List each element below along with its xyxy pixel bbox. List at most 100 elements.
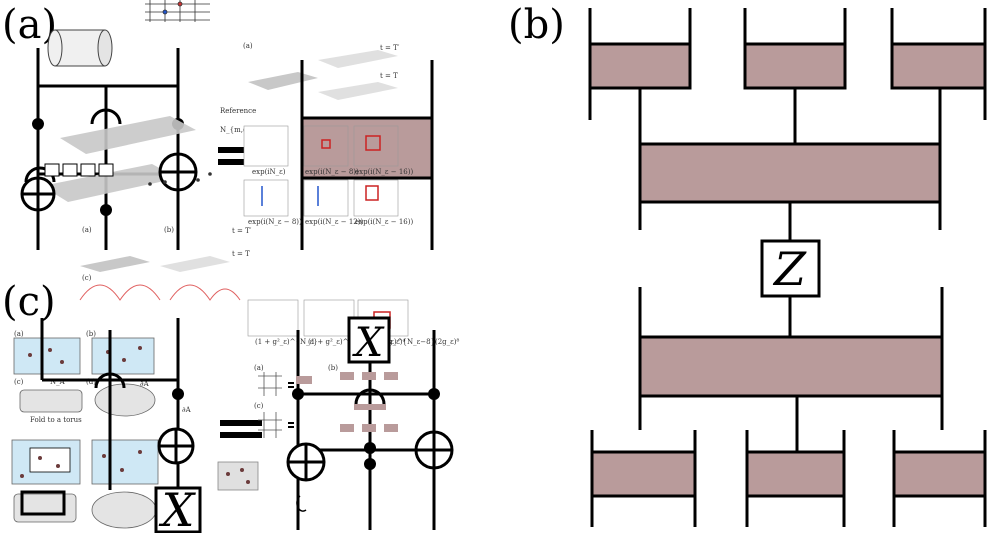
lattice-row-2 xyxy=(243,179,399,217)
gray-plane xyxy=(42,164,178,202)
gray-plane xyxy=(60,116,196,154)
tensor-upper-wide xyxy=(638,142,942,204)
panel-c: (c) (a) (b) N_A (c) (d) Fold to a torus … xyxy=(2,279,460,533)
a-bottom-a: (a) xyxy=(82,226,92,234)
xor-gate-c xyxy=(157,427,195,465)
torus-shape xyxy=(91,491,157,529)
red-worldline xyxy=(169,284,241,301)
gray-inset xyxy=(217,461,259,491)
control-dot xyxy=(428,388,440,400)
z-operator-box xyxy=(760,239,821,298)
a-exp6: exp(i(N_ε − 16)) xyxy=(355,218,413,226)
inset-plane xyxy=(160,256,230,272)
control-dot xyxy=(172,388,184,400)
torus-shape xyxy=(94,383,156,417)
tensors-b xyxy=(588,42,987,498)
mini-equals xyxy=(288,382,294,384)
a-exp5: exp(i(N_ε − 12)) xyxy=(305,218,363,226)
circuit-c-lines xyxy=(40,318,180,530)
c-coef3: (1 + g²_ε)^{N_ε−8}(2g_ε)⁸ xyxy=(362,338,460,346)
panel-a-label: (a) xyxy=(2,2,57,48)
tensor-lower-wide xyxy=(638,335,944,398)
x-operator-label: X xyxy=(159,483,197,533)
a-inset-label: (a) xyxy=(243,42,253,50)
mini-equals xyxy=(288,386,294,388)
a-t: t = T xyxy=(380,72,398,80)
a-exp4: exp(i(N_ε − 8)) xyxy=(248,218,302,226)
tensor-bottom-left xyxy=(590,450,697,498)
a-bottom-t: t = T xyxy=(232,250,250,258)
c-d: (d) xyxy=(86,378,96,386)
region-box xyxy=(20,490,66,516)
inset-plane xyxy=(248,72,318,90)
c-sub-a: (a) xyxy=(254,364,264,372)
lattice-cell xyxy=(303,299,355,337)
c-sub-c: (c) xyxy=(254,402,264,410)
inset-plane xyxy=(318,50,398,68)
tensor-bottom-middle xyxy=(745,450,846,498)
tensor-bottom-right xyxy=(892,450,987,498)
a-bottom-c: (c) xyxy=(82,274,92,282)
measurement-meters xyxy=(44,163,114,177)
equals-bar xyxy=(220,432,262,438)
gray-inset-dots xyxy=(226,468,250,484)
control-dot xyxy=(100,204,112,216)
a-exp3: exp(i(N_ε − 16)) xyxy=(355,168,413,176)
z-operator-label: Z xyxy=(772,242,807,296)
panel-a: (a) xyxy=(2,0,434,301)
c-sub-b: (b) xyxy=(328,364,338,372)
c-fold: Fold to a torus xyxy=(30,416,82,424)
panel-b-label: (b) xyxy=(508,2,565,48)
xor-gates-c-right xyxy=(286,430,454,482)
panel-c-label: (c) xyxy=(2,279,56,325)
c-na: N_A xyxy=(50,378,66,386)
a-reference: Reference xyxy=(220,107,256,115)
tensor-a xyxy=(300,116,434,180)
a-bottom-tprime: t = T′ xyxy=(232,227,252,235)
torus-tube xyxy=(19,389,83,413)
inset-box xyxy=(91,439,159,485)
red-worldline xyxy=(79,284,161,301)
lattice-row-1 xyxy=(243,125,399,167)
c-da: ∂A xyxy=(140,380,150,388)
equals-sign xyxy=(218,147,258,165)
a-exp1: exp(iN_ε) xyxy=(252,168,286,176)
tensor-top-right xyxy=(890,42,987,90)
tensor-top-middle xyxy=(743,42,847,90)
region-a xyxy=(29,447,71,473)
inset-box xyxy=(13,337,81,375)
mini-equals xyxy=(288,426,294,428)
control-dot xyxy=(32,118,44,130)
a-bottom-b: (b) xyxy=(164,226,174,234)
small-circuits xyxy=(258,372,282,438)
small-tensors xyxy=(296,372,398,432)
lattice-cell xyxy=(247,299,299,337)
c-da-right: ∂A xyxy=(182,406,192,414)
top-tensor-legs xyxy=(588,8,987,527)
x-operator-label-2: X xyxy=(352,320,385,366)
mini-lattice xyxy=(145,0,210,22)
panel-b: (b) xyxy=(508,2,987,527)
cylinder-icon xyxy=(47,29,113,67)
c-b: (b) xyxy=(86,330,96,338)
scattered-dots xyxy=(148,172,212,186)
c-c: (c) xyxy=(14,378,24,386)
a-exp2: exp(i(N_ε − 8)) xyxy=(305,168,359,176)
mini-equals xyxy=(288,422,294,424)
equals-bar xyxy=(220,420,262,426)
control-dot xyxy=(364,442,376,454)
x-operator-box xyxy=(154,486,202,533)
c-a: (a) xyxy=(14,330,24,338)
tensor-top-left xyxy=(588,42,692,90)
control-dot xyxy=(292,388,304,400)
inset-plane xyxy=(80,256,150,272)
particle-dots xyxy=(20,346,142,478)
xor-gates-a xyxy=(20,152,198,212)
a-t-prime: t = T′ xyxy=(380,44,400,52)
control-dot xyxy=(364,458,376,470)
a-n-mq: N_{m,q} = xyxy=(220,126,260,134)
inset-box xyxy=(91,337,155,375)
rotation-arrow-icon xyxy=(296,495,307,512)
inset-plane xyxy=(318,82,398,100)
